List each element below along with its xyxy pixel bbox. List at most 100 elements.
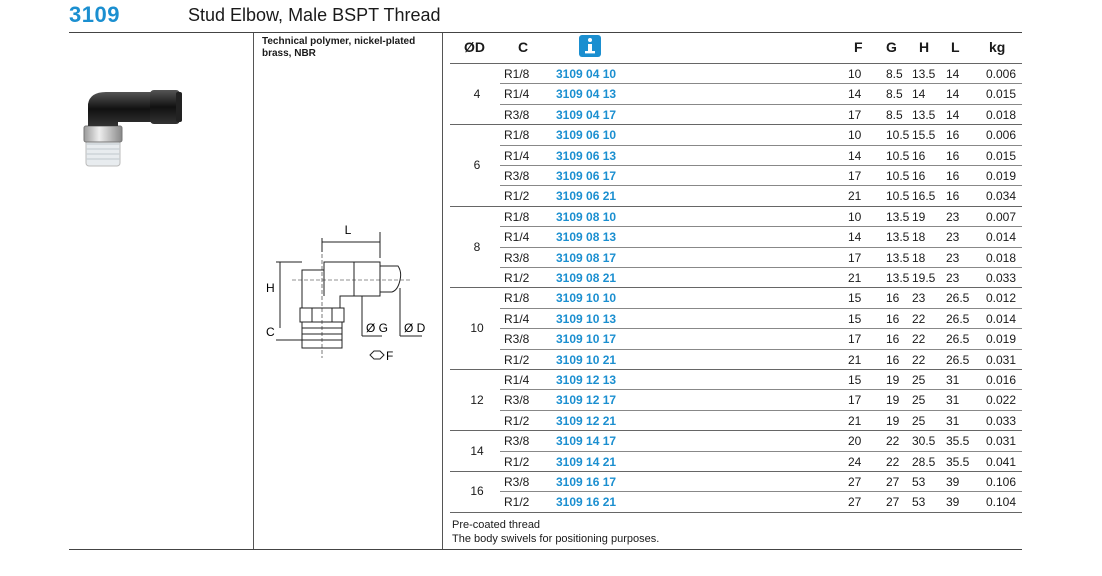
cell-kg: 0.018	[986, 250, 1017, 265]
cell-g: 16	[886, 332, 900, 347]
cell-reference[interactable]: 3109 06 13	[556, 148, 617, 163]
cell-f: 20	[848, 434, 862, 449]
cell-reference[interactable]: 3109 12 21	[556, 413, 617, 428]
cell-reference[interactable]: 3109 12 13	[556, 373, 617, 387]
cell-g: 16	[886, 291, 900, 306]
cell-h: 13.5	[912, 67, 936, 81]
cell-h: 23	[912, 291, 926, 306]
cell-kg: 0.015	[986, 87, 1017, 102]
cell-f: 21	[848, 271, 862, 285]
cell-thread: R3/8	[504, 475, 530, 489]
cell-reference[interactable]: 3109 06 17	[556, 169, 617, 183]
cell-f: 27	[848, 495, 862, 510]
cell-reference[interactable]: 3109 04 17	[556, 107, 617, 122]
cell-h: 16.5	[912, 189, 936, 204]
cell-g: 19	[886, 393, 900, 408]
cell-l: 23	[946, 209, 960, 224]
cell-thread: R1/2	[504, 454, 530, 469]
cell-kg: 0.012	[986, 291, 1017, 306]
group-divider	[450, 124, 1022, 126]
col-header-h: H	[919, 39, 930, 55]
row-divider	[500, 246, 1022, 248]
col-header-f: F	[854, 39, 863, 55]
cell-thread: R1/2	[504, 271, 530, 285]
cell-l: 16	[946, 169, 960, 183]
note-line: The body swivels for positioning purpose…	[452, 533, 660, 545]
group-divider	[450, 205, 1022, 207]
cell-l: 23	[946, 271, 960, 285]
cell-l: 31	[946, 373, 960, 387]
row-divider	[500, 328, 1022, 330]
cell-f: 15	[848, 311, 862, 326]
cell-reference[interactable]: 3109 08 21	[556, 271, 617, 285]
column-divider-right	[442, 33, 443, 549]
cell-g: 22	[886, 434, 900, 449]
column-divider-left-lower	[253, 249, 254, 549]
cell-kg: 0.022	[986, 393, 1017, 408]
column-divider-left	[253, 33, 254, 249]
dim-label-c: C	[266, 325, 275, 339]
cell-reference[interactable]: 3109 10 17	[556, 332, 617, 347]
cell-f: 17	[848, 250, 862, 265]
cell-l: 14	[946, 67, 960, 81]
dim-label-h: H	[266, 281, 275, 295]
cell-f: 15	[848, 373, 862, 387]
group-divider	[450, 287, 1022, 289]
cell-l: 14	[946, 87, 960, 102]
cell-reference[interactable]: 3109 14 21	[556, 454, 617, 469]
cell-l: 31	[946, 393, 960, 408]
cell-reference[interactable]: 3109 14 17	[556, 434, 617, 449]
cell-reference[interactable]: 3109 10 10	[556, 291, 617, 306]
row-divider	[500, 226, 1022, 228]
cell-reference[interactable]: 3109 16 17	[556, 475, 617, 489]
cell-thread: R1/8	[504, 209, 530, 224]
cell-g: 13.5	[886, 271, 910, 285]
material-description: Technical polymer, nickel-plated brass, …	[262, 36, 416, 59]
cell-reference[interactable]: 3109 08 13	[556, 230, 617, 245]
cell-reference[interactable]: 3109 16 21	[556, 495, 617, 510]
cell-reference[interactable]: 3109 12 17	[556, 393, 617, 408]
product-title: Stud Elbow, Male BSPT Thread	[188, 5, 441, 25]
col-header-kg: kg	[989, 39, 1006, 55]
cell-thread: R1/2	[504, 189, 530, 204]
cell-reference[interactable]: 3109 04 10	[556, 67, 617, 81]
cell-kg: 0.033	[986, 271, 1017, 285]
cell-l: 26.5	[946, 311, 970, 326]
cell-f: 17	[848, 107, 862, 122]
cell-thread: R1/8	[504, 67, 530, 81]
cell-g: 10.5	[886, 148, 910, 163]
cell-reference[interactable]: 3109 06 10	[556, 128, 617, 143]
col-header-od: ØD	[464, 39, 485, 55]
col-header-c: C	[518, 39, 529, 55]
cell-l: 23	[946, 250, 960, 265]
cell-kg: 0.034	[986, 189, 1017, 204]
cell-h: 30.5	[912, 434, 936, 449]
cell-f: 17	[848, 169, 862, 183]
cell-reference[interactable]: 3109 08 17	[556, 250, 617, 265]
cell-g: 8.5	[886, 107, 903, 122]
cell-reference[interactable]: 3109 06 21	[556, 189, 617, 204]
cell-thread: R1/2	[504, 413, 530, 428]
cell-od: 8	[473, 239, 481, 254]
cell-g: 19	[886, 373, 900, 387]
cell-h: 22	[912, 311, 926, 326]
cell-reference[interactable]: 3109 08 10	[556, 209, 617, 224]
cell-thread: R1/4	[504, 87, 530, 102]
cell-g: 10.5	[886, 189, 910, 204]
cell-reference[interactable]: 3109 10 21	[556, 352, 617, 367]
cell-thread: R1/2	[504, 352, 530, 367]
cell-reference[interactable]: 3109 04 13	[556, 87, 617, 102]
cell-h: 25	[912, 413, 926, 428]
cell-thread: R1/8	[504, 291, 530, 306]
cell-reference[interactable]: 3109 10 13	[556, 311, 617, 326]
cell-h: 25	[912, 393, 926, 408]
cell-thread: R3/8	[504, 169, 530, 183]
